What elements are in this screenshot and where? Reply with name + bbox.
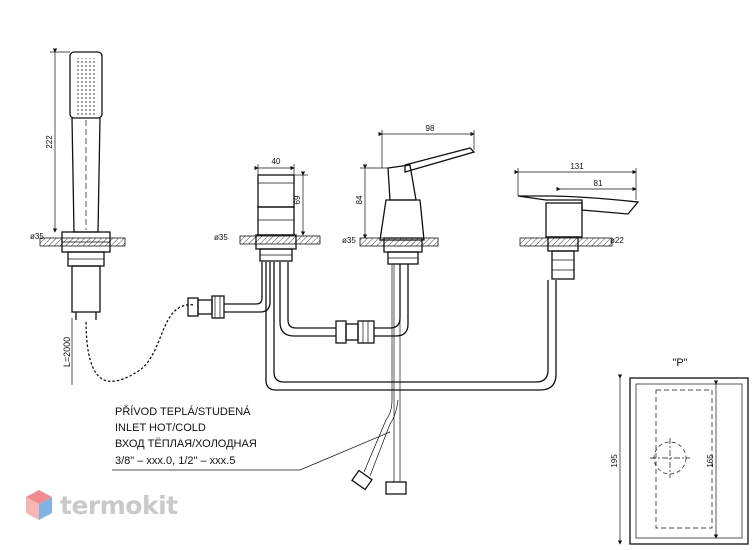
dim-spout-outlet: 81	[594, 179, 603, 188]
note-line-1: PŘÍVOD TEPLÁ/STUDENÁ	[115, 405, 251, 418]
pipework	[224, 262, 557, 495]
dim-mixer-base: ø35	[342, 236, 356, 245]
dim-mixer-lever: 98	[426, 124, 435, 133]
diverter-valve	[239, 164, 321, 262]
brand-name: termokit	[60, 490, 178, 520]
shower-hose	[71, 295, 225, 385]
detail-label: "P"	[672, 357, 687, 369]
cube-icon	[26, 490, 52, 520]
dim-hose-length: L=2000	[62, 337, 72, 367]
note-line-3: ВХОД ТЁПЛАЯ/ХОЛОДНАЯ	[115, 438, 257, 450]
hand-shower	[39, 48, 126, 320]
bath-spout	[514, 168, 640, 280]
dim-handshower-height: 222	[45, 135, 54, 149]
dim-diverter-height: 69	[293, 195, 302, 204]
dim-handshower-base: ø35	[30, 232, 44, 241]
dim-detail-inner-height: 165	[706, 454, 715, 468]
inlet-note	[112, 431, 391, 471]
dim-diverter-width: 40	[272, 157, 281, 166]
note-line-2: INLET HOT/COLD	[115, 422, 206, 434]
mixer-tap	[359, 130, 476, 265]
dim-detail-height: 195	[610, 454, 619, 468]
dim-spout-length: 131	[570, 162, 584, 171]
dim-diverter-base: ø35	[214, 233, 228, 242]
detail-view-p	[617, 374, 749, 545]
dim-mixer-height: 84	[355, 195, 364, 204]
dim-spout-base: ø22	[610, 236, 624, 245]
brand-logo: termokit	[24, 486, 178, 524]
note-line-4: 3/8" – xxx.0, 1/2" – xxx.5	[115, 455, 235, 467]
